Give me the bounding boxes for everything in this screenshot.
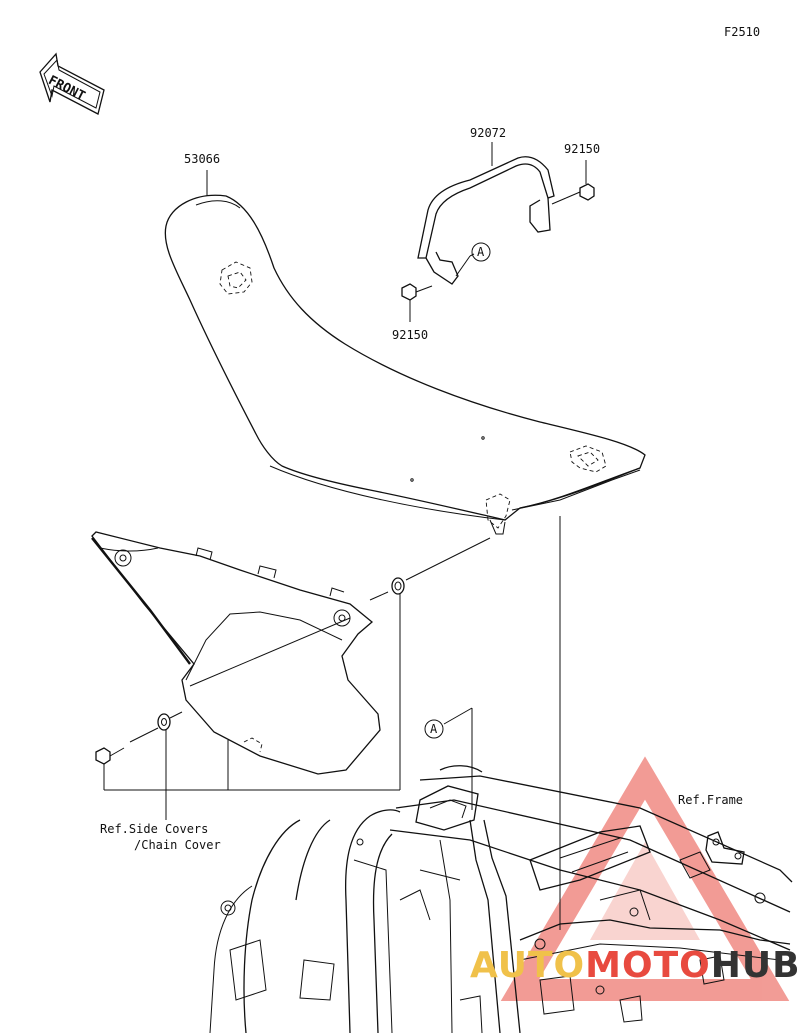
side-cover[interactable] <box>91 531 381 775</box>
front-direction-arrow <box>39 52 105 115</box>
grommet[interactable] <box>391 577 405 595</box>
reference-mark-a-bottom-label: A <box>430 722 438 736</box>
part-number-bolt-lower[interactable]: 92150 <box>392 328 429 342</box>
part-number-seat-strap[interactable]: 92072 <box>470 126 507 140</box>
ref-side-covers-label[interactable]: Ref.Side Covers <box>100 822 209 836</box>
frame <box>209 765 793 1033</box>
watermark-text-part2: MOTO <box>585 945 711 986</box>
collar[interactable] <box>157 713 171 731</box>
part-number-seat[interactable]: 53066 <box>184 152 221 166</box>
watermark-text-part3: HUB <box>710 945 800 986</box>
seat-strap-92072[interactable] <box>417 156 555 285</box>
ref-frame-label[interactable]: Ref.Frame <box>678 793 744 807</box>
bolt-92150-upper[interactable] <box>551 183 595 205</box>
reference-mark-a-top <box>471 242 491 262</box>
watermark-logo-shape <box>500 756 790 1001</box>
part-number-bolt-upper[interactable]: 92150 <box>564 142 601 156</box>
figure-code: F2510 <box>724 25 761 39</box>
reference-mark-a-top-label: A <box>477 245 485 259</box>
watermark-text: AUTOMOTOHUB <box>470 946 800 986</box>
ref-chain-cover-label[interactable]: /Chain Cover <box>134 838 221 852</box>
seat-53066[interactable] <box>164 194 646 535</box>
side-cover-bolt[interactable] <box>95 747 125 765</box>
bolt-92150-lower[interactable] <box>401 283 433 322</box>
watermark-text-part1: AUTO <box>470 945 586 986</box>
